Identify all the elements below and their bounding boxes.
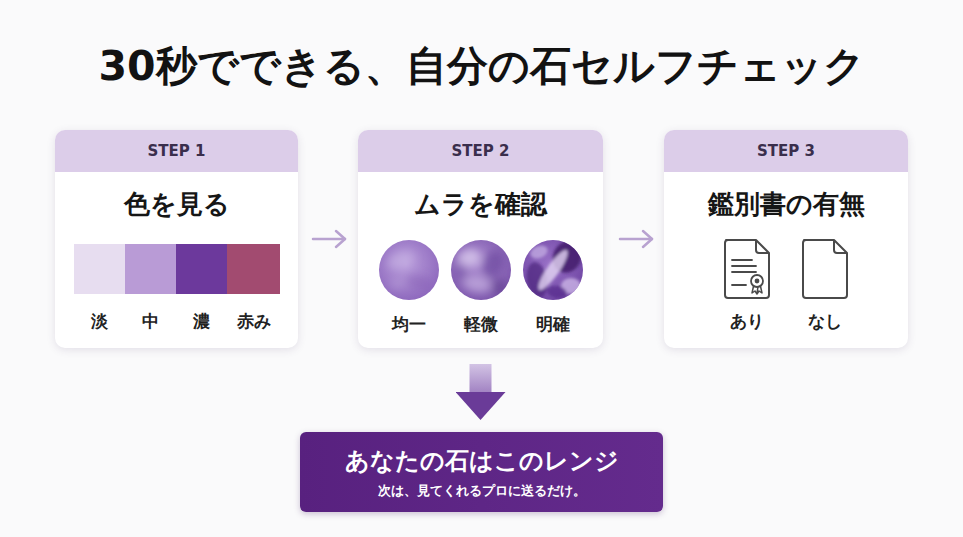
seal-center	[755, 279, 760, 284]
page-title: 30秒でできる、自分の石セルフチェック	[0, 38, 963, 94]
option-label: なし	[808, 311, 842, 331]
stone-sample: 均一	[379, 240, 439, 300]
stone-texture	[523, 240, 583, 300]
step-card: 均一軽微明確STEP 2ムラを確認	[358, 130, 603, 348]
step-title: 鑑別書の有無	[664, 186, 908, 222]
result-note: 次は、見てくれるプロに送るだけ。	[300, 482, 663, 500]
option-label: 中	[142, 311, 159, 331]
color-swatch: 淡	[74, 244, 125, 294]
document-outline	[803, 240, 847, 298]
color-swatch: 赤み	[227, 244, 280, 294]
document-icon: なし	[800, 238, 850, 300]
stone-inclusion	[405, 272, 434, 292]
stone-base	[379, 240, 439, 300]
step-label: STEP 1	[55, 130, 298, 172]
option-label: あり	[730, 311, 764, 331]
result-box: あなたの石はこのレンジ次は、見てくれるプロに送るだけ。	[300, 432, 663, 512]
step-card: ありなしSTEP 3鑑別書の有無	[664, 130, 908, 348]
step-card: 淡中濃赤みSTEP 1色を見る	[55, 130, 298, 348]
document-text-line	[732, 265, 756, 267]
color-swatch: 濃	[176, 244, 227, 294]
document-outline	[725, 240, 769, 298]
stone-inclusion	[389, 279, 405, 289]
document-icon-graphic	[722, 238, 772, 300]
document-icon-graphic	[800, 238, 850, 300]
option-label: 淡	[91, 311, 108, 331]
step-title: 色を見る	[55, 186, 298, 222]
stone-inclusion	[546, 284, 568, 299]
option-label: 均一	[392, 314, 426, 334]
result-heading: あなたの石はこのレンジ	[300, 445, 663, 477]
stone-inclusion	[456, 262, 466, 282]
document-fold	[756, 240, 769, 253]
document-fold	[834, 240, 847, 253]
option-label: 赤み	[237, 311, 271, 331]
stone-sample: 軽微	[451, 240, 511, 300]
flow-arrow	[620, 238, 652, 241]
document-icon: あり	[722, 238, 772, 300]
stone-texture	[379, 240, 439, 300]
stone-texture	[451, 240, 511, 300]
option-label: 濃	[193, 311, 210, 331]
step-title: ムラを確認	[358, 186, 603, 222]
step-label: STEP 3	[664, 130, 908, 172]
stone-sample: 明確	[523, 240, 583, 300]
seal	[751, 275, 763, 287]
step-label: STEP 2	[358, 130, 603, 172]
document-text-line	[732, 284, 746, 286]
color-swatch: 中	[125, 244, 176, 294]
flow-arrow	[313, 238, 345, 241]
document-text-line	[732, 259, 752, 261]
option-label: 軽微	[464, 314, 498, 334]
stone-inclusion	[479, 247, 507, 280]
document-text-line	[732, 271, 756, 273]
stone-inclusion	[491, 279, 507, 295]
stone-base	[451, 240, 511, 300]
stone-inclusion	[385, 248, 417, 273]
stone-inclusion	[528, 243, 549, 260]
flow-arrow-down	[470, 364, 492, 392]
stone-inclusion	[462, 274, 492, 295]
option-label: 明確	[536, 314, 570, 334]
